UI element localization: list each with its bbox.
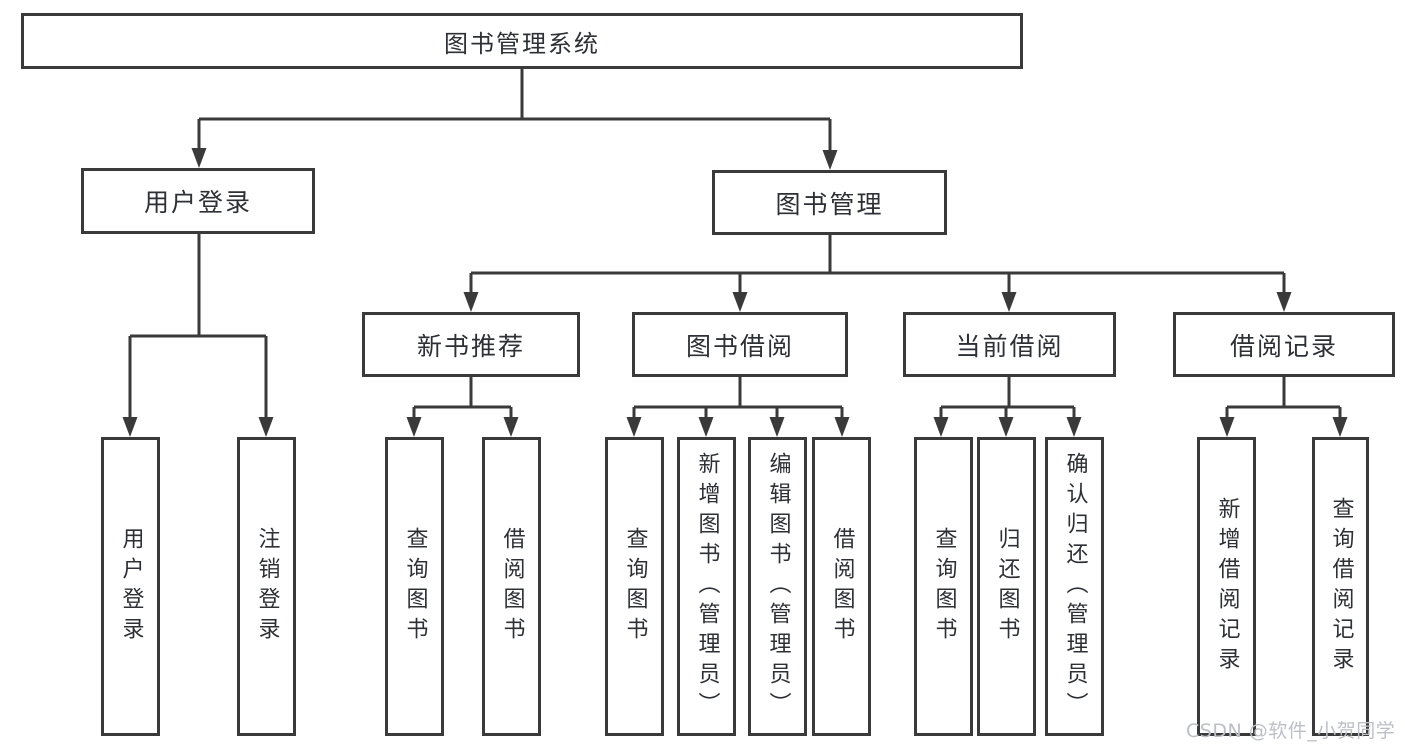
- node-library-system: 图书管理系统: [21, 13, 1023, 69]
- leaf-borrow-books-recommend: 借阅图书: [482, 437, 541, 736]
- leaf-search-borrow-record: 查询借阅记录: [1312, 437, 1369, 736]
- csdn-watermark: CSDN @软件_小贺同学: [1186, 720, 1396, 742]
- node-user-login: 用户登录: [81, 168, 315, 234]
- leaf-search-books-recommend: 查询图书: [385, 437, 444, 736]
- leaf-edit-books-admin: 编辑图书（管理员）: [748, 437, 807, 736]
- leaf-search-books-borrow: 查询图书: [605, 437, 664, 736]
- leaf-borrow-books: 借阅图书: [812, 437, 871, 736]
- leaf-add-books-admin: 新增图书（管理员）: [677, 437, 736, 736]
- leaf-search-books-current: 查询图书: [914, 437, 973, 736]
- leaf-add-borrow-record: 新增借阅记录: [1197, 437, 1256, 736]
- leaf-return-books: 归还图书: [977, 437, 1036, 736]
- node-borrow-records: 借阅记录: [1173, 312, 1395, 377]
- leaf-user-login: 用户登录: [101, 437, 160, 736]
- node-current-borrow: 当前借阅: [903, 312, 1116, 377]
- node-new-book-recommend: 新书推荐: [362, 312, 580, 377]
- leaf-logout: 注销登录: [237, 437, 296, 736]
- leaf-confirm-return-admin: 确认归还（管理员）: [1045, 437, 1104, 736]
- node-book-management: 图书管理: [712, 170, 947, 235]
- node-book-borrow: 图书借阅: [632, 312, 848, 377]
